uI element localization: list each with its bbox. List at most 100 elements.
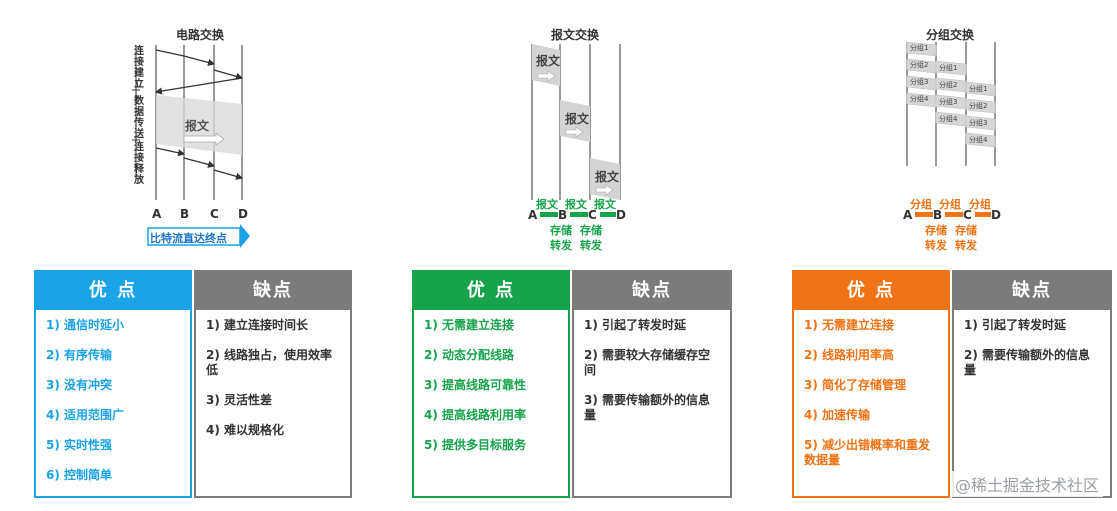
packet-c-label-4: 分组4 [969, 136, 988, 144]
packet-diagram-title: 分组交换 [925, 28, 974, 42]
circuit-node-a: A [152, 207, 162, 221]
message-node-d: D [616, 208, 626, 222]
packet-a-label-1: 分组1 [910, 44, 929, 52]
message-node-b: B [558, 208, 568, 222]
packet-a-label-4: 分组4 [910, 95, 929, 103]
packet-store-b-1: 存储 [925, 224, 947, 237]
message-switching-diagram [531, 44, 621, 200]
circuit-pro-5: 5) 实时性强 [46, 438, 113, 452]
packet-c-label-3: 分组3 [969, 119, 988, 127]
packet-b-label-4: 分组4 [939, 115, 958, 123]
message-arrow-cd [600, 212, 616, 217]
packet-cons-title: 缺点 [954, 272, 1110, 310]
message-store-c-2: 转发 [580, 239, 602, 252]
watermark: @稀土掘金技术社区 [950, 471, 1103, 497]
message-diagram-title: 报文交换 [550, 28, 599, 42]
message-label-3: 报文 [595, 170, 620, 184]
packet-pros-title: 优 点 [794, 272, 948, 310]
packet-con-2: 2) 需要传输额外的信息量 [964, 348, 1091, 377]
packet-store-b-2: 转发 [925, 239, 947, 252]
circuit-cons-card: 缺点 1) 建立连接时间长 2) 线路独占，使用效率低 3) 灵活性差 4) 难… [194, 270, 352, 498]
message-cons-title: 缺点 [574, 272, 730, 310]
circuit-message-label: 报文 [185, 119, 210, 133]
message-store-c-1: 存储 [580, 224, 602, 237]
message-con-1: 1) 引起了转发时延 [584, 318, 687, 332]
circuit-phase-release: 连 接 释 放 [134, 142, 144, 186]
message-pro-5: 5) 提供多目标服务 [424, 438, 527, 452]
packet-a-label-2: 分组2 [910, 61, 929, 69]
circuit-cons-title: 缺点 [196, 272, 350, 310]
message-hop-label-2: 报文 [565, 198, 587, 211]
message-arrow-bc [570, 212, 588, 217]
message-hop-label-1: 报文 [536, 198, 558, 211]
message-hop-label-3: 报文 [594, 198, 616, 211]
packet-c-label-1: 分组1 [969, 85, 988, 93]
message-pro-4: 4) 提高线路利用率 [424, 408, 527, 422]
packet-store-c-1: 存储 [955, 224, 977, 237]
packet-pro-3: 3) 简化了存储管理 [804, 378, 907, 392]
packet-cons-list: 1) 引起了转发时延 2) 需要传输额外的信息量 [954, 310, 1110, 496]
packet-switching-diagram [906, 41, 996, 166]
circuit-switching-diagram [132, 45, 250, 248]
packet-node-a: A [903, 208, 913, 222]
packet-c-label-2: 分组2 [969, 102, 988, 110]
circuit-phase-transfer: 数 据 传 送 [134, 96, 144, 140]
message-store-b-2: 转发 [550, 239, 572, 252]
circuit-con-2: 2) 线路独占，使用效率低 [206, 348, 333, 377]
message-cons-card: 缺点 1) 引起了转发时延 2) 需要较大存储缓存空间 3) 需要传输额外的信息… [572, 270, 732, 498]
circuit-node-c: C [210, 207, 219, 221]
message-label-2: 报文 [565, 112, 590, 126]
message-arrow-ab [540, 212, 558, 217]
circuit-cons-list: 1) 建立连接时间长 2) 线路独占，使用效率低 3) 灵活性差 4) 难以规格… [196, 310, 350, 496]
message-label-1: 报文 [536, 54, 561, 68]
circuit-node-d: D [238, 207, 248, 221]
circuit-pro-6: 6) 控制简单 [46, 468, 113, 482]
packet-pro-2: 2) 线路利用率高 [804, 348, 895, 362]
packet-pro-5: 5) 减少出错概率和重发数据量 [804, 438, 931, 467]
circuit-con-3: 3) 灵活性差 [206, 393, 273, 407]
packet-b-label-2: 分组2 [939, 81, 958, 89]
circuit-pros-card: 优 点 1) 通信时延小 2) 有序传输 3) 没有冲突 4) 适用范围广 5)… [34, 270, 192, 498]
message-con-3: 3) 需要传输额外的信息量 [584, 393, 711, 422]
message-pro-1: 1) 无需建立连接 [424, 318, 515, 332]
packet-pros-card: 优 点 1) 无需建立连接 2) 线路利用率高 3) 简化了存储管理 4) 加速… [792, 270, 950, 498]
circuit-node-b: B [180, 207, 190, 221]
circuit-con-1: 1) 建立连接时间长 [206, 318, 309, 332]
message-pros-title: 优 点 [414, 272, 568, 310]
circuit-pro-2: 2) 有序传输 [46, 348, 113, 362]
circuit-pro-3: 3) 没有冲突 [46, 378, 113, 392]
packet-b-label-3: 分组3 [939, 98, 958, 106]
packet-cons-card: 缺点 1) 引起了转发时延 2) 需要传输额外的信息量 [952, 270, 1112, 498]
packet-node-b: B [933, 208, 943, 222]
packet-pros-list: 1) 无需建立连接 2) 线路利用率高 3) 简化了存储管理 4) 加速传输 5… [794, 310, 948, 496]
packet-store-c-2: 转发 [955, 239, 977, 252]
packet-arrow-ab [915, 212, 933, 217]
message-con-2: 2) 需要较大存储缓存空间 [584, 348, 711, 377]
circuit-pros-list: 1) 通信时延小 2) 有序传输 3) 没有冲突 4) 适用范围广 5) 实时性… [36, 310, 190, 496]
message-node-a: A [528, 208, 538, 222]
packet-hop-label-1: 分组 [910, 198, 932, 211]
packet-hop-label-2: 分组 [939, 198, 961, 211]
circuit-pro-4: 4) 适用范围广 [46, 408, 125, 422]
circuit-diagram-title: 电路交换 [175, 28, 224, 42]
packet-pro-1: 1) 无需建立连接 [804, 318, 895, 332]
packet-hop-label-3: 分组 [969, 198, 991, 211]
packet-pro-4: 4) 加速传输 [804, 408, 871, 422]
circuit-pro-1: 1) 通信时延小 [46, 318, 125, 332]
packet-con-1: 1) 引起了转发时延 [964, 318, 1067, 332]
message-pro-3: 3) 提高线路可靠性 [424, 378, 527, 392]
message-cons-list: 1) 引起了转发时延 2) 需要较大存储缓存空间 3) 需要传输额外的信息量 [574, 310, 730, 496]
circuit-phase-setup: 连 接 建 立 [134, 46, 144, 90]
packet-arrow-cd [975, 212, 991, 217]
packet-node-d: D [991, 208, 1001, 222]
message-node-c: C [588, 208, 597, 222]
message-pros-card: 优 点 1) 无需建立连接 2) 动态分配线路 3) 提高线路可靠性 4) 提高… [412, 270, 570, 498]
packet-node-c: C [963, 208, 972, 222]
packet-b-label-1: 分组1 [939, 64, 958, 72]
message-pro-2: 2) 动态分配线路 [424, 348, 515, 362]
packet-arrow-bc [945, 212, 963, 217]
circuit-banner-text: 比特流直达终点 [150, 232, 227, 245]
message-pros-list: 1) 无需建立连接 2) 动态分配线路 3) 提高线路可靠性 4) 提高线路利用… [414, 310, 568, 496]
circuit-con-4: 4) 难以规格化 [206, 423, 285, 437]
circuit-pros-title: 优 点 [36, 272, 190, 310]
